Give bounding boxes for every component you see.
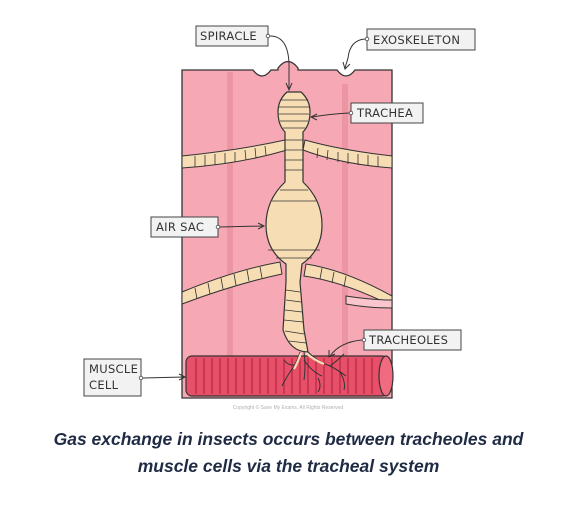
svg-text:TRACHEOLES: TRACHEOLES [368, 333, 448, 347]
svg-text:EXOSKELETON: EXOSKELETON [373, 33, 460, 47]
insect-gas-exchange-diagram: SPIRACLE EXOSKELETON TRACHEA AIR SAC TRA… [83, 25, 476, 411]
copyright-text: Copyright © Save My Exams. All Rights Re… [233, 404, 344, 411]
figure-caption: Gas exchange in insects occurs between t… [0, 426, 577, 480]
svg-text:AIR SAC: AIR SAC [156, 220, 204, 234]
svg-text:TRACHEA: TRACHEA [356, 106, 413, 120]
caption-line-1: Gas exchange in insects occurs between t… [53, 429, 524, 449]
label-air-sac: AIR SAC [150, 216, 266, 238]
tracheoles [281, 351, 347, 393]
label-spiracle: SPIRACLE [195, 25, 293, 92]
label-exoskeleton: EXOSKELETON [342, 28, 476, 70]
label-muscle-cell: MUSCLE CELL [83, 358, 187, 397]
caption-line-2: muscle cells via the tracheal system [137, 456, 440, 476]
label-tracheoles: TRACHEOLES [328, 329, 462, 358]
label-trachea: TRACHEA [309, 102, 424, 124]
trachea-branch-lower-left [181, 261, 283, 305]
trachea-branch-curl [345, 295, 393, 309]
muscle-cell [185, 355, 394, 397]
svg-text:MUSCLE: MUSCLE [89, 362, 138, 376]
trachea-tube [265, 91, 323, 353]
svg-text:SPIRACLE: SPIRACLE [200, 29, 257, 43]
svg-text:CELL: CELL [89, 378, 119, 392]
tracheole-fill [293, 352, 325, 370]
